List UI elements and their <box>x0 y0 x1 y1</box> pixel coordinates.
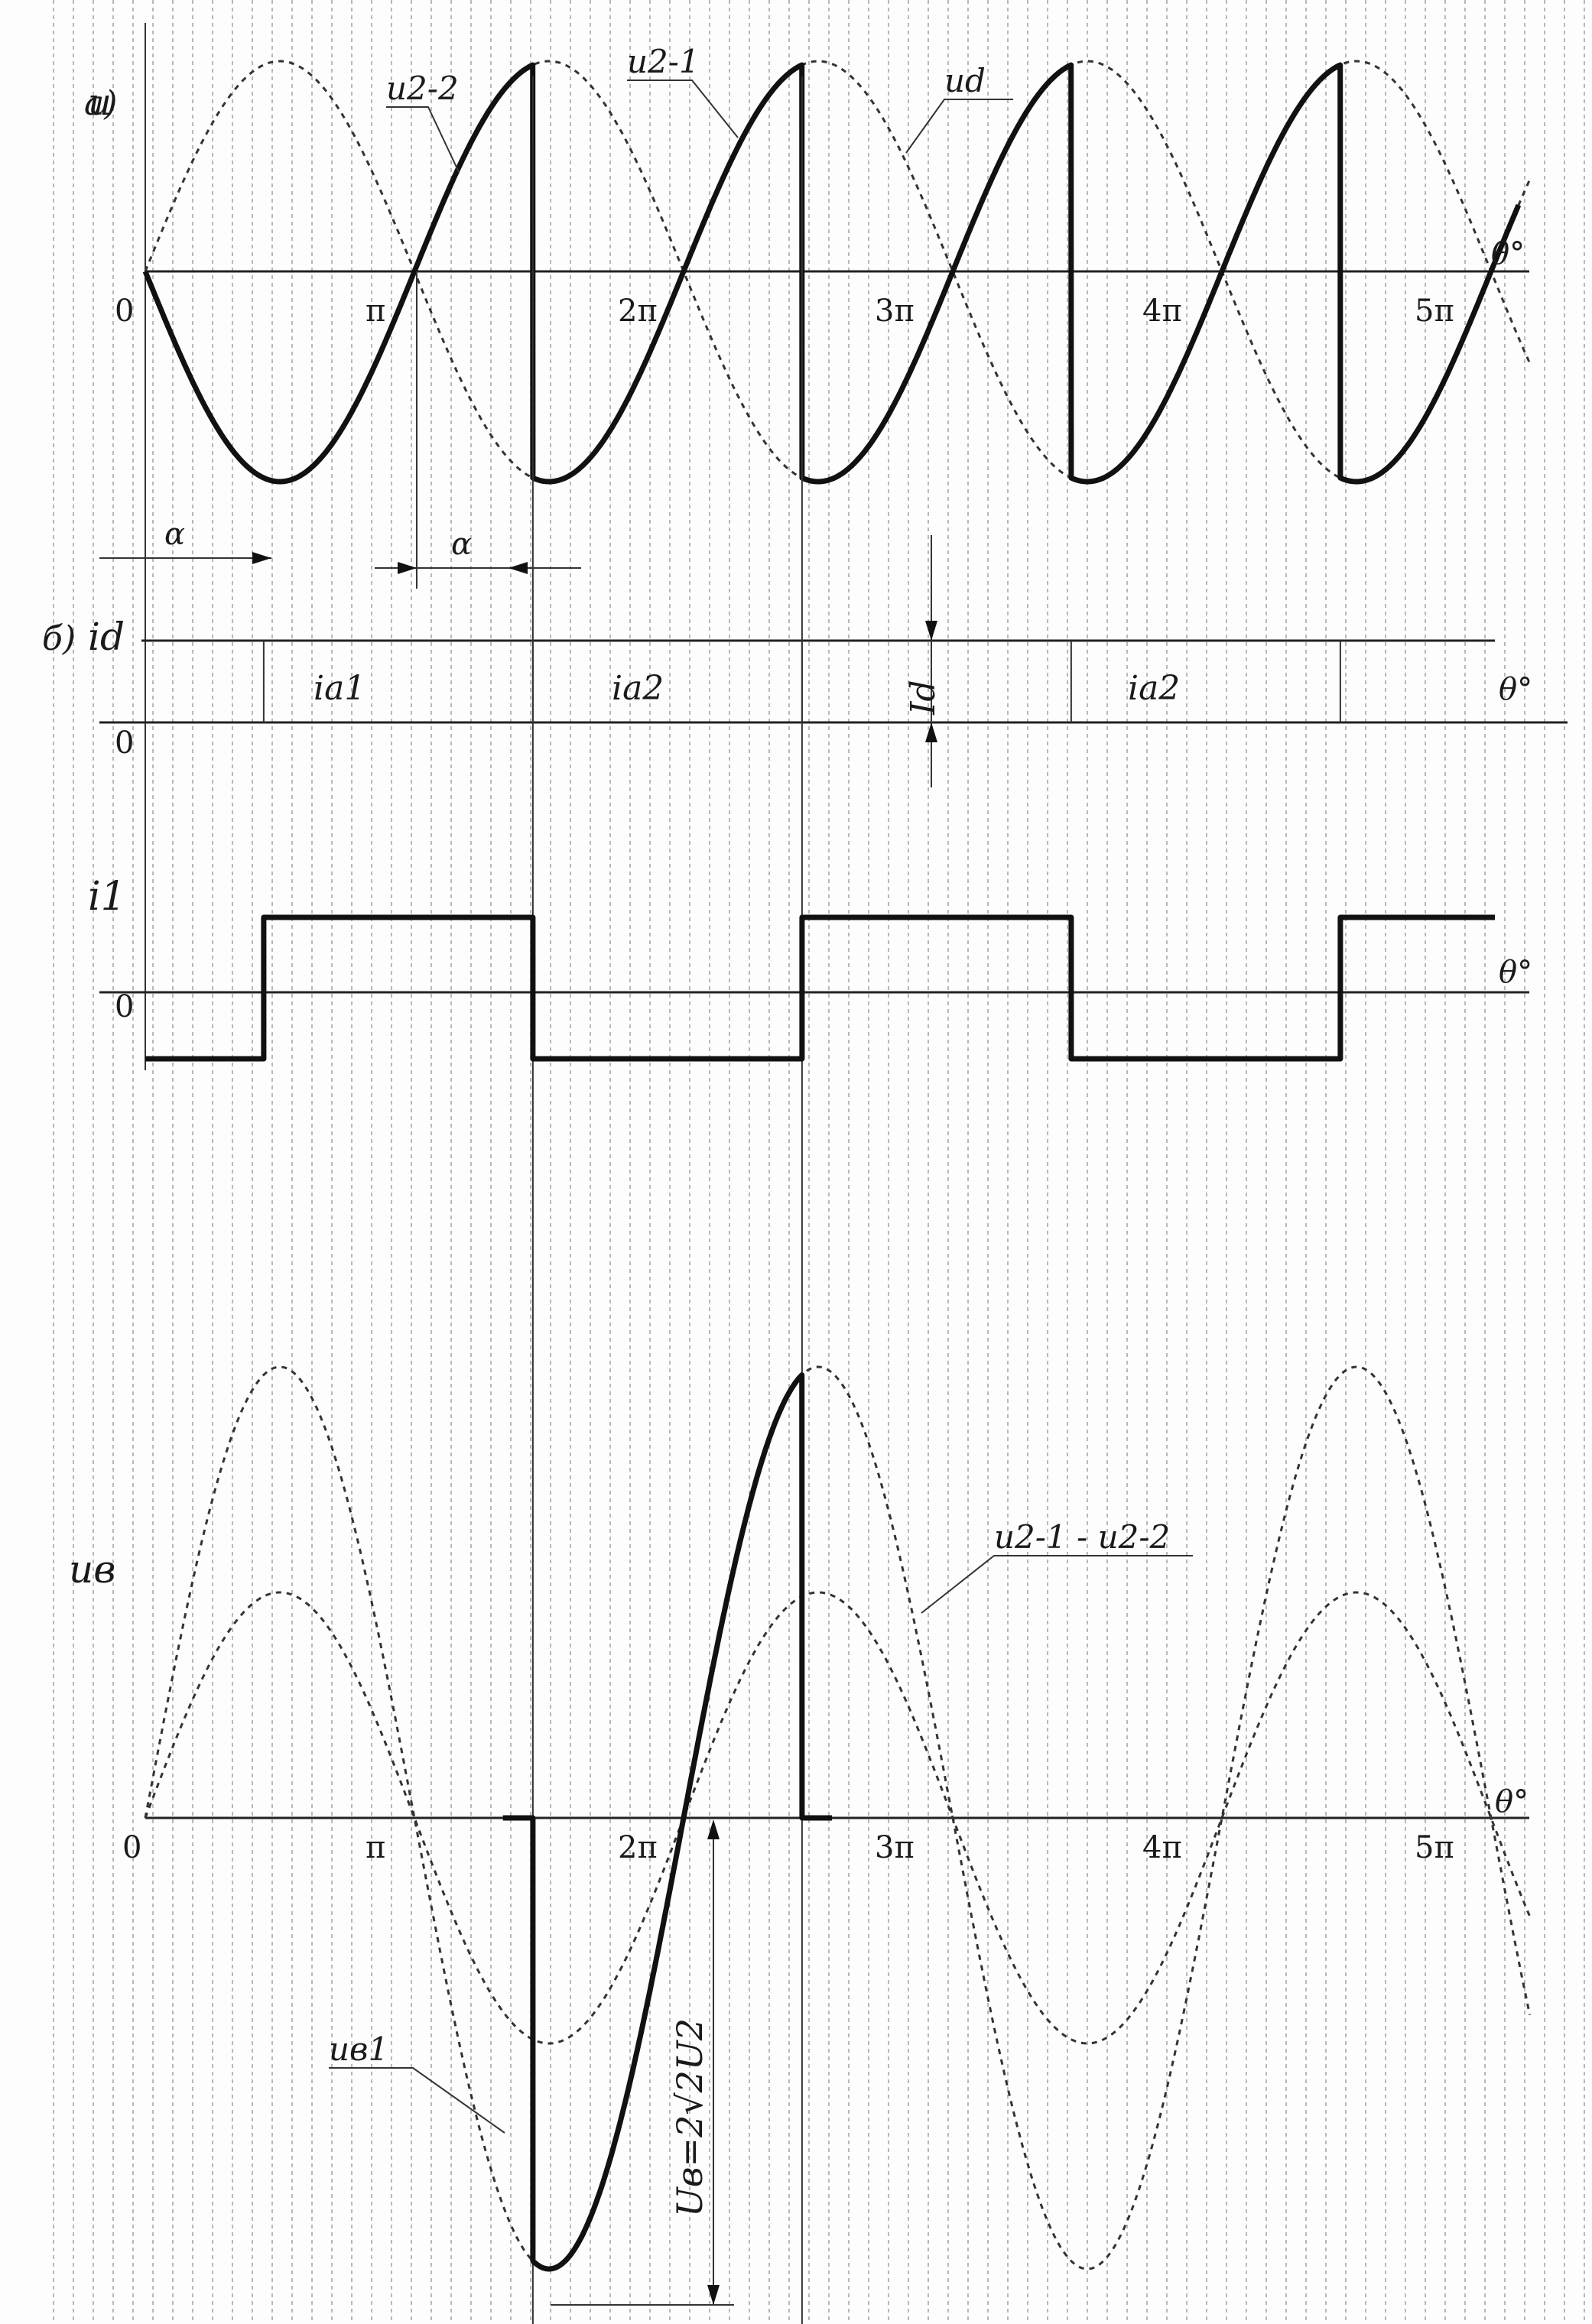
panel-uv: uв θ° 0 π 2π 3π 4π 5π u2-1 - u2-2 uв1 Uв… <box>69 1365 1532 2306</box>
u2-1-minus-u2-2-curve <box>144 1365 1532 2270</box>
formula-Uv: Uв=2√2U2 <box>669 2018 710 2217</box>
Id-label: Id <box>904 680 943 716</box>
segment-ia1: ia1 <box>314 669 366 708</box>
panel-a-tick-5pi: 5π <box>1415 294 1454 329</box>
panel-b: б) id θ° 0 ia1 ia2 ia2 Id <box>42 76 1568 2324</box>
background-grid <box>53 0 1585 2324</box>
svg-text:α: α <box>451 527 472 562</box>
panel-uv-y-label: uв <box>69 1547 115 1592</box>
alpha-dimension-2: α <box>375 271 581 589</box>
leader-u21 <box>627 80 739 138</box>
panel-uv-origin: 0 <box>122 1830 141 1865</box>
label-uv1: uв1 <box>329 2030 388 2068</box>
label-u21-minus-u22: u2-1 - u2-2 <box>994 1518 1170 1556</box>
label-ud: ud <box>944 62 986 99</box>
ud-curve <box>142 62 1522 485</box>
panel-uv-tick-2pi: 2π <box>618 1830 658 1865</box>
svg-text:α: α <box>164 517 185 552</box>
panel-uv-tick-5pi: 5π <box>1415 1830 1454 1865</box>
label-u22: u2-2 <box>386 70 459 107</box>
uv-waveform <box>502 1372 833 2272</box>
panel-uv-x-label: θ° <box>1495 1784 1529 1819</box>
i1-waveform <box>145 914 1495 1062</box>
panel-a-origin: 0 <box>115 294 134 329</box>
panel-a-tick-4pi: 4π <box>1142 294 1182 329</box>
panel-a-label: a) <box>84 84 117 123</box>
panel-b-origin: 0 <box>115 725 134 761</box>
segment-ia2-first: ia2 <box>612 669 664 708</box>
panel-a: a) u θ° 0 π 2π 3π 4π 5π u2-2 u2-1 ud α α <box>84 23 1531 1070</box>
panel-uv-tick-pi: π <box>366 1830 385 1865</box>
panel-a-y-label: u <box>88 81 112 124</box>
Id-dimension: Id <box>904 535 943 787</box>
leader-ud <box>905 99 1013 154</box>
panel-b-label: б) <box>42 619 76 658</box>
panel-i1-x-label: θ° <box>1499 955 1532 990</box>
panel-b-y-label: id <box>88 615 125 659</box>
Uv-dimension: Uв=2√2U2 <box>551 1819 734 2306</box>
panel-a-x-label: θ° <box>1491 236 1525 271</box>
segment-ia2-second: ia2 <box>1128 669 1180 708</box>
panel-uv-tick-4pi: 4π <box>1142 1830 1182 1865</box>
panel-uv-tick-3pi: 3π <box>875 1830 915 1865</box>
panel-a-tick-3pi: 3π <box>875 294 915 329</box>
panel-b-x-label: θ° <box>1499 672 1532 707</box>
id-commutation-lines <box>262 76 1341 2324</box>
leader-u22 <box>386 106 460 173</box>
panel-a-tick-2pi: 2π <box>618 294 658 329</box>
label-u21: u2-1 <box>627 43 700 80</box>
panel-i1-origin: 0 <box>115 989 134 1024</box>
alpha-dimension-1: α <box>99 517 271 564</box>
panel-i1: i1 θ° 0 <box>88 874 1532 1062</box>
panel-i1-y-label: i1 <box>88 874 126 920</box>
panel-a-tick-pi: π <box>366 294 385 329</box>
leader-u21-minus-u22 <box>921 1555 1193 1614</box>
leader-uv1 <box>329 2067 505 2134</box>
